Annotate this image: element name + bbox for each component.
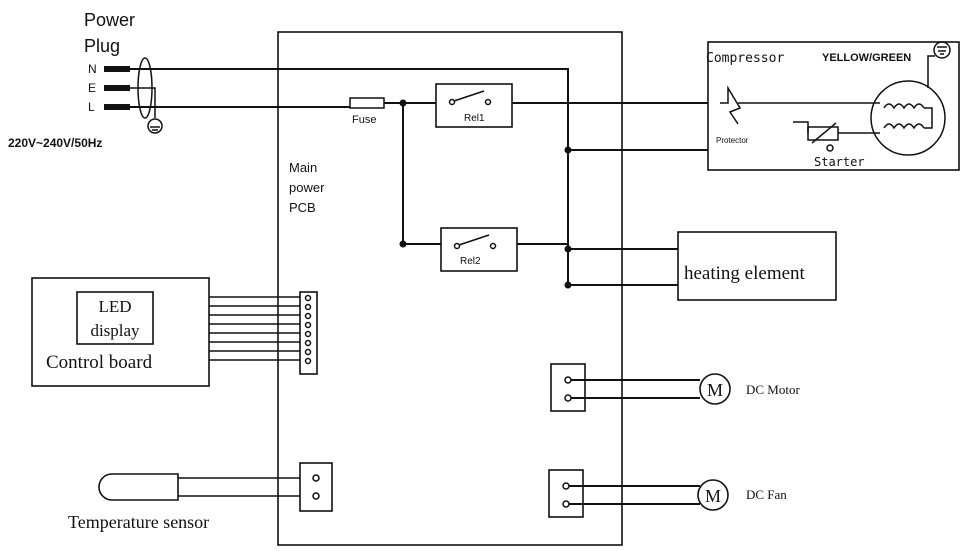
plug-pin-n bbox=[104, 66, 130, 72]
protector-icon bbox=[720, 85, 742, 125]
control-connector bbox=[299, 291, 318, 375]
temperature-sensor-label: Temperature sensor bbox=[68, 512, 209, 532]
led-display-line2: display bbox=[90, 321, 140, 340]
plug-earth-icon bbox=[130, 87, 163, 134]
power-plug: Power Plug N E L 220V~240V/50Hz bbox=[8, 10, 153, 150]
dc-motor-symbol: M bbox=[707, 380, 723, 400]
dc-motor-icon: M bbox=[699, 373, 731, 405]
dc-fan-icon: M bbox=[697, 479, 729, 511]
plug-pin-l bbox=[104, 104, 130, 110]
compressor-motor-icon bbox=[870, 80, 946, 156]
temperature-sensor-icon bbox=[98, 473, 179, 501]
pcb-label-line2: power bbox=[289, 180, 325, 195]
relay1-label: Rel1 bbox=[464, 113, 485, 124]
led-display bbox=[76, 291, 154, 345]
plug-pin-e bbox=[104, 85, 130, 91]
junction-dot bbox=[399, 99, 407, 107]
junction-dot bbox=[399, 240, 407, 248]
protector-label: Protector bbox=[716, 136, 749, 145]
relay-1: Rel1 bbox=[435, 83, 513, 128]
sensor-connector bbox=[299, 462, 333, 512]
heating-element-label: heating element bbox=[684, 263, 806, 284]
starter-wire-in bbox=[793, 121, 809, 133]
dc-fan-connector bbox=[548, 469, 584, 518]
pin-n-label: N bbox=[88, 62, 97, 76]
control-board: LED display Control board bbox=[31, 277, 210, 387]
pcb-label-line1: Main bbox=[289, 160, 317, 175]
junction-dot bbox=[564, 281, 572, 289]
relay2-label: Rel2 bbox=[460, 256, 481, 267]
neutral-wire bbox=[130, 68, 678, 286]
pin-l-label: L bbox=[88, 100, 95, 114]
pcb-label-line3: PCB bbox=[289, 200, 316, 215]
junction-dot bbox=[564, 245, 572, 253]
compressor-ground-wire bbox=[927, 55, 935, 88]
dc-motor-label: DC Motor bbox=[746, 382, 800, 397]
relay-2: Rel2 bbox=[440, 227, 518, 272]
power-rating: 220V~240V/50Hz bbox=[8, 136, 102, 150]
control-board-label: Control board bbox=[46, 352, 153, 373]
control-ribbon-cable bbox=[209, 296, 300, 361]
junction-dot bbox=[564, 146, 572, 154]
heating-element-box bbox=[677, 231, 837, 301]
ground-wire-label: YELLOW/GREEN bbox=[822, 52, 911, 64]
compressor-earth-icon bbox=[933, 41, 951, 59]
dc-fan-symbol: M bbox=[705, 486, 721, 506]
compressor: Compressor YELLOW/GREEN Protector Starte… bbox=[706, 41, 960, 171]
starter-label: Starter bbox=[814, 155, 865, 169]
dc-fan-label: DC Fan bbox=[746, 487, 787, 502]
heating-element: heating element bbox=[677, 231, 837, 301]
compressor-title: Compressor bbox=[706, 51, 784, 66]
power-plug-title-line2: Plug bbox=[84, 36, 120, 56]
pin-e-label: E bbox=[88, 81, 96, 95]
led-display-line1: LED bbox=[98, 297, 131, 316]
fuse-label: Fuse bbox=[352, 114, 376, 126]
dc-motor-connector bbox=[550, 363, 586, 412]
power-plug-title-line1: Power bbox=[84, 10, 135, 30]
